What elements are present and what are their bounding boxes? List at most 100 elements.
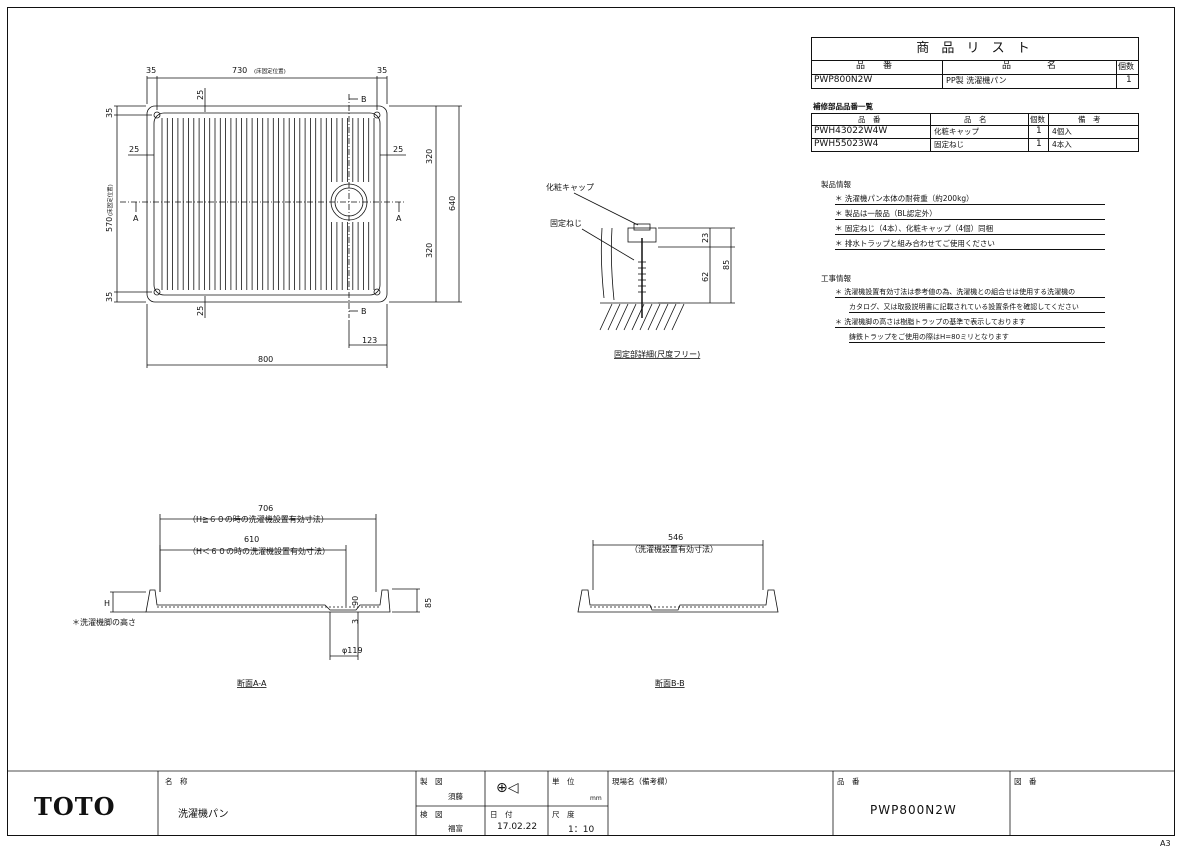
dim-top-inner: 25 bbox=[196, 90, 205, 100]
fixing-detail bbox=[573, 192, 735, 331]
unit-label: 単 位 bbox=[552, 777, 575, 786]
aa-note-706: （H≧６０の時の洗濯機設置有効寸法） bbox=[188, 514, 329, 524]
detail-dim-62: 62 bbox=[701, 272, 710, 282]
name-value: 洗濯機パン bbox=[178, 809, 229, 820]
aa-dim-706: 706 bbox=[258, 504, 273, 513]
rp-header-remarks: 備 考 bbox=[1078, 115, 1101, 124]
dim-left-mid: 570 bbox=[105, 217, 114, 232]
detail-cap-label: 化粧キャップ bbox=[546, 182, 594, 192]
rp-row1-name: 化粧キャップ bbox=[934, 127, 979, 136]
drawing-frame bbox=[7, 7, 1175, 836]
dim-bottom: 800 bbox=[258, 355, 273, 364]
aa-note-leg: ＊洗濯機脚の高さ bbox=[72, 617, 136, 627]
detail-dim-23: 23 bbox=[701, 233, 710, 243]
aa-dim-3: 3 bbox=[351, 619, 360, 624]
rp-header-code: 品 番 bbox=[858, 115, 881, 124]
scale-label: 尺 度 bbox=[552, 810, 575, 819]
unit-value: mm bbox=[590, 795, 602, 802]
section-bb-drawing bbox=[577, 540, 779, 613]
pl-header-name: 品 名 bbox=[1002, 61, 1057, 71]
detail-dim-85: 85 bbox=[722, 260, 731, 270]
scale-value: 1：10 bbox=[568, 825, 595, 835]
dim-drain: 123 bbox=[362, 336, 377, 345]
construction-info-item-3: ＊ 洗濯機脚の高さは樹脂トラップの基準で表示しております bbox=[835, 317, 1105, 328]
pl-header-qty: 個数 bbox=[1118, 62, 1134, 71]
part-label: 品 番 bbox=[837, 777, 860, 786]
rp-row1-remarks: 4個入 bbox=[1052, 127, 1072, 136]
rp-row2-remarks: 4本入 bbox=[1052, 140, 1072, 149]
sheet-size: A3 bbox=[1160, 839, 1171, 848]
floor-hatch bbox=[663, 303, 677, 331]
dim-left-bottom: 35 bbox=[105, 292, 114, 302]
aa-dim-85: 85 bbox=[424, 598, 433, 608]
bb-caption: 断面B-B bbox=[655, 678, 685, 688]
site-label: 現場名（備考欄） bbox=[612, 777, 672, 786]
dim-top-mid-note: (床固定位置) bbox=[254, 67, 286, 75]
dim-left-top: 35 bbox=[105, 108, 114, 118]
aa-dim-h: H bbox=[104, 599, 110, 608]
dim-bottom-inner: 25 bbox=[196, 306, 205, 316]
section-a-right: A bbox=[396, 214, 402, 223]
fixing-holes bbox=[153, 111, 381, 296]
detail-caption: 固定部詳細(尺度フリー) bbox=[614, 349, 700, 359]
pl-header-code: 品 番 bbox=[856, 61, 893, 71]
aa-caption: 断面A-A bbox=[237, 678, 267, 688]
date-value: 17.02.22 bbox=[497, 822, 538, 832]
drawing-number-label: 図 番 bbox=[1014, 777, 1037, 786]
rp-row1-qty: 1 bbox=[1036, 126, 1042, 136]
aa-note-610: （H＜６０の時の洗濯機設置有効寸法） bbox=[188, 546, 330, 556]
product-info-item-1: ＊ 洗濯機パン本体の耐荷重（約200kg） bbox=[835, 193, 1105, 205]
rp-row2-name: 固定ねじ bbox=[934, 140, 964, 149]
repair-parts-table: 品 番 品 名 個数 備 考 PWH43022W4W 化粧キャップ 1 4個入 … bbox=[811, 113, 1139, 152]
drawn-label: 製 図 bbox=[420, 777, 443, 786]
checked-value: 福富 bbox=[448, 824, 463, 833]
projection-symbol-icon: ⊕◁ bbox=[496, 780, 519, 796]
floor-hatch bbox=[615, 303, 629, 331]
bb-note-546: （洗濯機設置有効寸法） bbox=[630, 544, 718, 554]
name-label: 名 称 bbox=[165, 777, 188, 786]
date-label: 日 付 bbox=[490, 810, 513, 819]
dim-right-upper: 320 bbox=[425, 149, 434, 164]
floor-hatch bbox=[671, 303, 685, 331]
construction-info-title: 工事情報 bbox=[821, 274, 851, 283]
product-list-title: 商 品 リ ス ト bbox=[916, 41, 1034, 56]
dim-right-lower: 320 bbox=[425, 243, 434, 258]
part-value: PWP800N2W bbox=[870, 803, 957, 817]
product-info-item-3: ＊ 固定ねじ（4本）、化粧キャップ（4個）同梱 bbox=[835, 223, 1105, 235]
dim-inner-left: 25 bbox=[129, 145, 139, 154]
checked-label: 検 図 bbox=[420, 810, 443, 819]
floor-hatch bbox=[655, 303, 669, 331]
floor-hatch bbox=[599, 303, 613, 331]
aa-dim-610: 610 bbox=[244, 535, 259, 544]
dim-top-left: 35 bbox=[146, 66, 156, 75]
rp-row1-code: PWH43022W4W bbox=[814, 126, 888, 136]
floor-hatch bbox=[647, 303, 661, 331]
section-a-left: A bbox=[133, 214, 139, 223]
title-block-lines bbox=[7, 770, 1175, 836]
rp-row2-code: PWH55023W4 bbox=[814, 139, 879, 149]
product-info-item-2: ＊ 製品は一般品（BL認定外） bbox=[835, 208, 1105, 220]
dim-right-total: 640 bbox=[448, 196, 457, 211]
floor-hatch bbox=[639, 303, 653, 331]
dim-top-mid: 730 bbox=[232, 66, 247, 75]
pl-row-qty: 1 bbox=[1126, 75, 1132, 85]
pan-inner bbox=[153, 112, 381, 296]
product-info-title: 製品情報 bbox=[821, 180, 851, 189]
pl-row-name: PP製 洗濯機パン bbox=[946, 76, 1007, 85]
product-info-item-4: ＊ 排水トラップと組み合わせてご使用ください bbox=[835, 238, 1105, 250]
drawn-value: 須藤 bbox=[448, 792, 463, 801]
dim-inner-right: 25 bbox=[393, 145, 403, 154]
section-b-bottom: B bbox=[361, 307, 367, 316]
detail-screw-label: 固定ねじ bbox=[550, 218, 582, 228]
aa-dim-phi: φ119 bbox=[342, 646, 363, 655]
brand-logo: TOTO bbox=[34, 792, 116, 821]
construction-info-item-4: 鋳鉄トラップをご使用の際はH=80ミリとなります bbox=[849, 332, 1105, 343]
construction-info-item-1: ＊ 洗濯機設置有効寸法は参考値の為、洗濯機との組合せは使用する洗濯機の bbox=[835, 287, 1105, 298]
aa-dim-90: 90 bbox=[351, 596, 360, 606]
pl-row-code: PWP800N2W bbox=[814, 75, 873, 85]
section-aa-drawing bbox=[110, 514, 420, 660]
pan-outer bbox=[146, 105, 388, 303]
rp-header-qty: 個数 bbox=[1030, 115, 1045, 124]
dim-left-mid-note: (床固定位置) bbox=[106, 184, 114, 216]
